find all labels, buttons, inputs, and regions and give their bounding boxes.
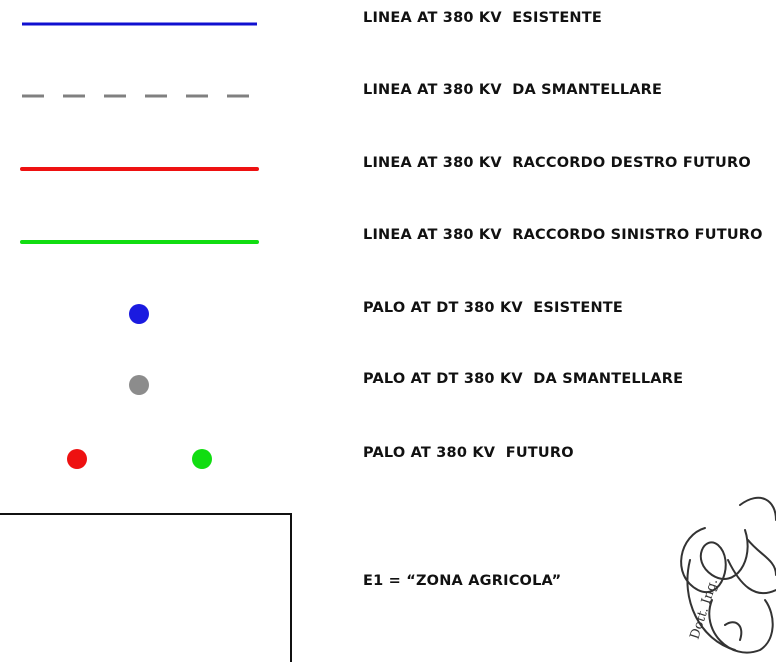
legend-label-line-existing: LINEA AT 380 KV ESISTENTE bbox=[363, 10, 602, 26]
future-pole-left-symbol bbox=[192, 449, 212, 469]
agricultural-zone-box bbox=[0, 513, 292, 662]
dismantle-pole-symbol bbox=[129, 375, 149, 395]
legend-label-zone: E1 = “ZONA AGRICOLA” bbox=[363, 573, 562, 589]
future-pole-right-symbol bbox=[67, 449, 87, 469]
legend-label-pole-existing: PALO AT DT 380 KV ESISTENTE bbox=[363, 300, 624, 316]
legend-label-pole-dismantle: PALO AT DT 380 KV DA SMANTELLARE bbox=[363, 371, 684, 387]
signature-stamp: Dott. Ing. bbox=[680, 496, 776, 654]
legend-label-pole-future: PALO AT 380 KV FUTURO bbox=[363, 445, 574, 461]
legend-label-line-dismantle: LINEA AT 380 KV DA SMANTELLARE bbox=[363, 82, 663, 98]
existing-pole-symbol bbox=[129, 304, 149, 324]
legend-label-line-right-future: LINEA AT 380 KV RACCORDO DESTRO FUTURO bbox=[363, 155, 751, 171]
legend-label-line-left-future: LINEA AT 380 KV RACCORDO SINISTRO FUTURO bbox=[363, 227, 763, 243]
